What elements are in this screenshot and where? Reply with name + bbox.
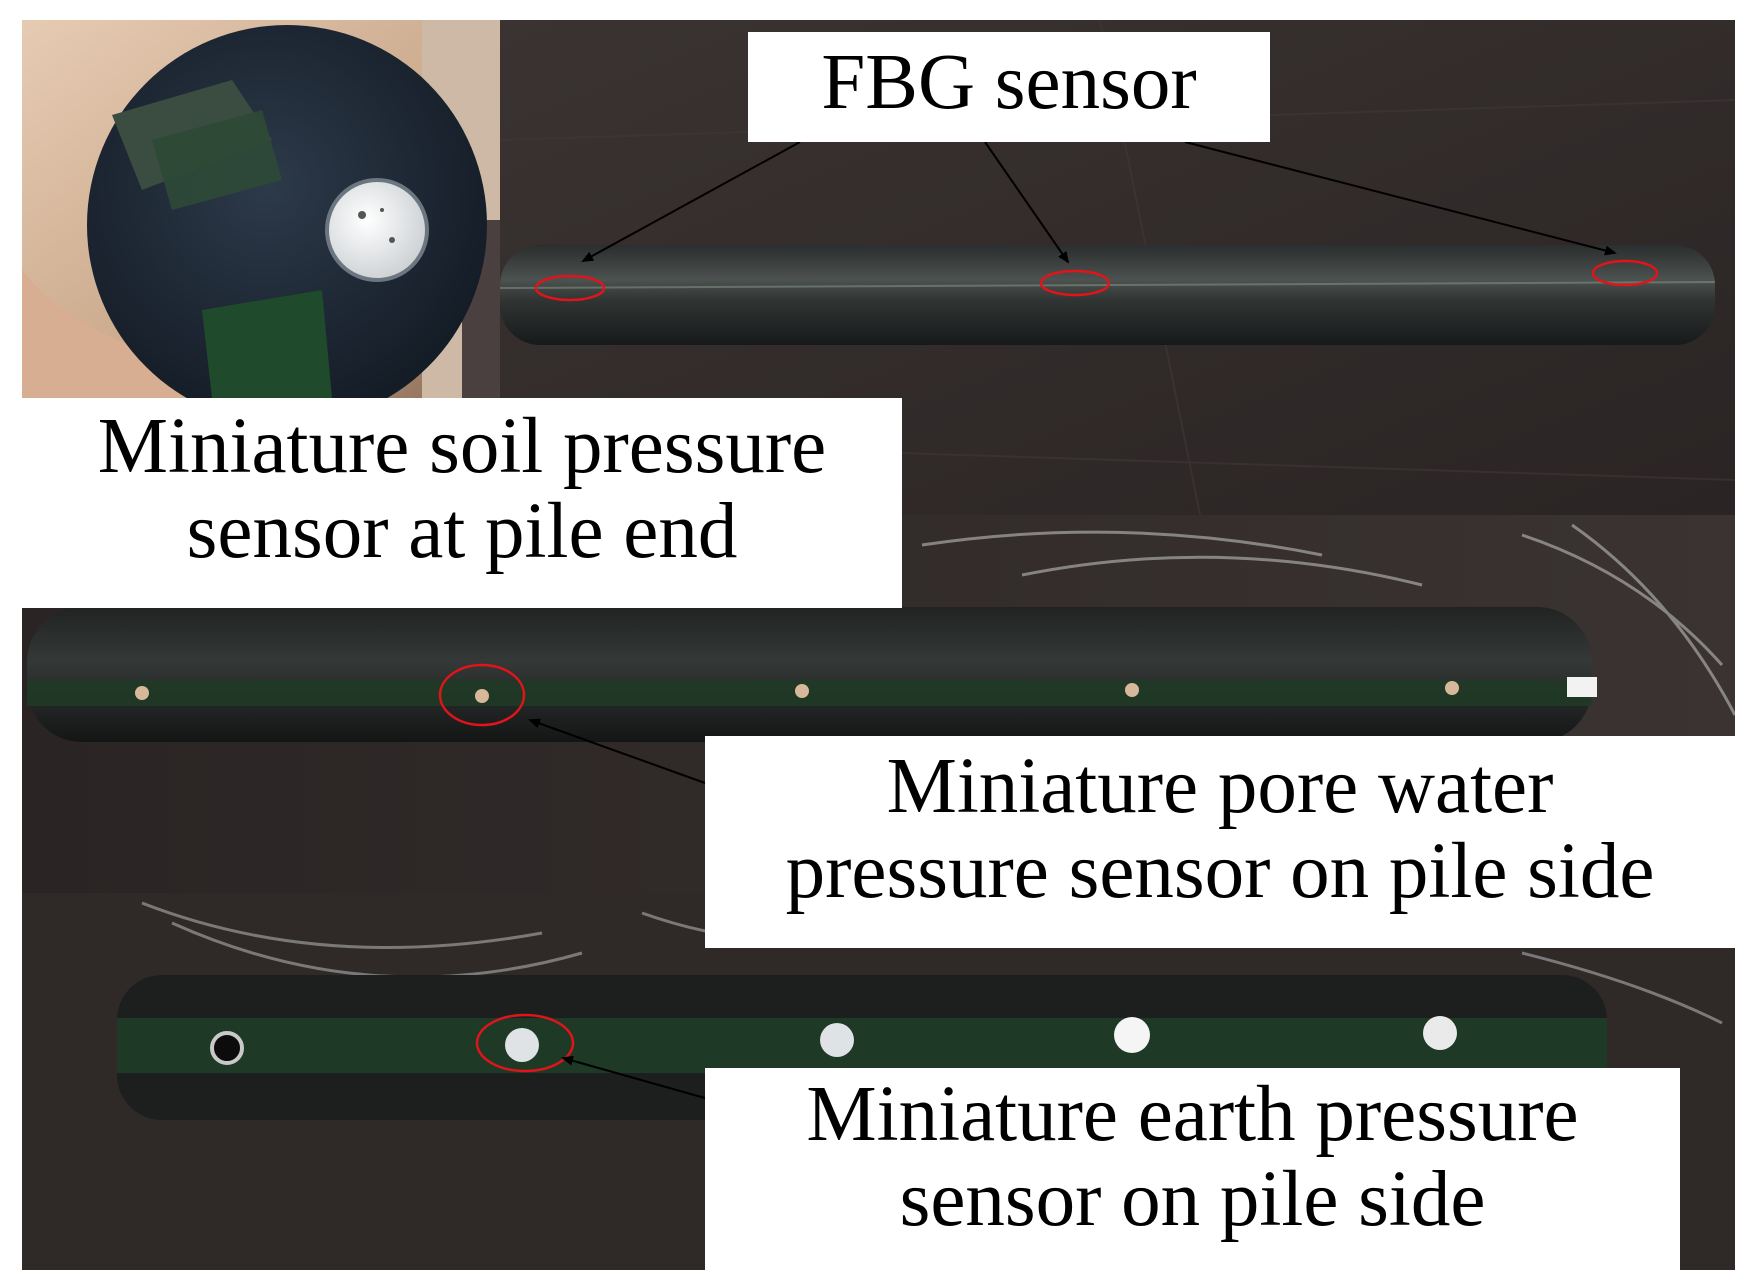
earth-pressure-label-line2: sensor on pile side	[899, 1156, 1486, 1244]
earth-pressure-label-line1: Miniature earth pressure	[806, 1071, 1579, 1158]
soil-pressure-sensor-face	[327, 180, 427, 280]
pile-end-photo	[22, 20, 500, 398]
fbg-sensor-label-text: FBG sensor	[821, 39, 1197, 126]
fbg-sensor-marker-3	[1591, 259, 1659, 287]
pore-pressure-label-line1: Miniature pore water	[886, 743, 1554, 830]
fbg-pile	[500, 245, 1715, 345]
fbg-sensor-marker-1	[534, 274, 606, 302]
pore-pressure-label: Miniature pore water pressure sensor on …	[705, 736, 1735, 948]
earth-pressure-sensor-marker	[475, 1013, 575, 1073]
fbg-sensor-marker-2	[1039, 269, 1111, 297]
soil-pressure-label-line2: sensor at pile end	[186, 488, 738, 576]
pore-pressure-sensor-marker	[438, 663, 526, 727]
pore-pressure-label-line2: pressure sensor on pile side	[785, 828, 1655, 916]
earth-pressure-label: Miniature earth pressure sensor on pile …	[705, 1068, 1680, 1270]
fbg-sensor-label: FBG sensor	[748, 32, 1270, 142]
pore-pressure-pile	[27, 607, 1592, 742]
soil-pressure-label: Miniature soil pressure sensor at pile e…	[22, 398, 902, 608]
soil-pressure-label-line1: Miniature soil pressure	[97, 403, 827, 490]
